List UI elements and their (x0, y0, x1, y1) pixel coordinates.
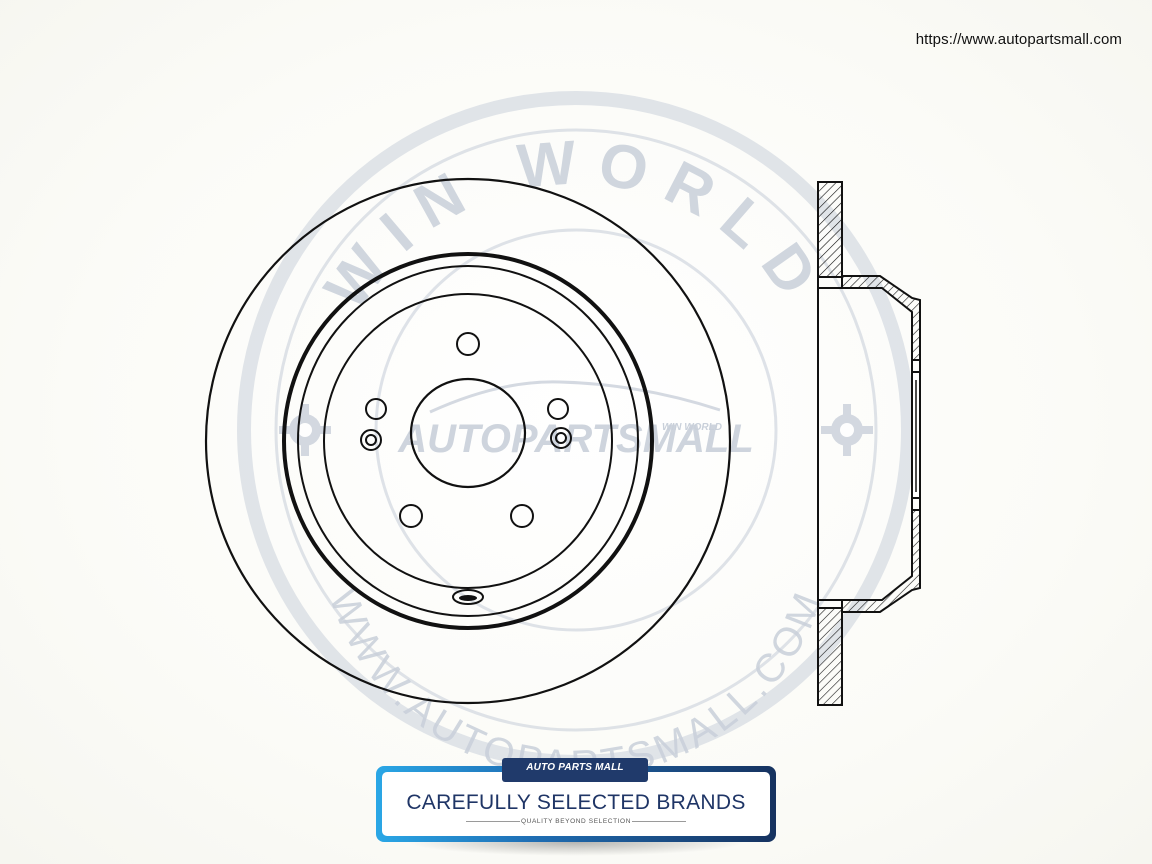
disc-side-view (817, 181, 921, 706)
brand-banner: AUTO PARTS MALL CAREFULLY SELECTED BRAND… (376, 758, 776, 856)
subtitle-divider-left (466, 821, 520, 822)
banner-logo: AUTO PARTS MALL (526, 762, 624, 773)
banner-inner (382, 772, 770, 836)
site-url: https://www.autopartsmall.com (915, 31, 1122, 48)
disc-front-view (204, 177, 732, 705)
banner-title: CAREFULLY SELECTED BRANDS (406, 791, 746, 814)
banner-subtitle: QUALITY BEYOND SELECTION (521, 818, 631, 825)
banner-logo-tab: AUTO PARTS MALL (502, 758, 648, 782)
banner-shadow (406, 842, 746, 856)
subtitle-divider-right (632, 821, 686, 822)
